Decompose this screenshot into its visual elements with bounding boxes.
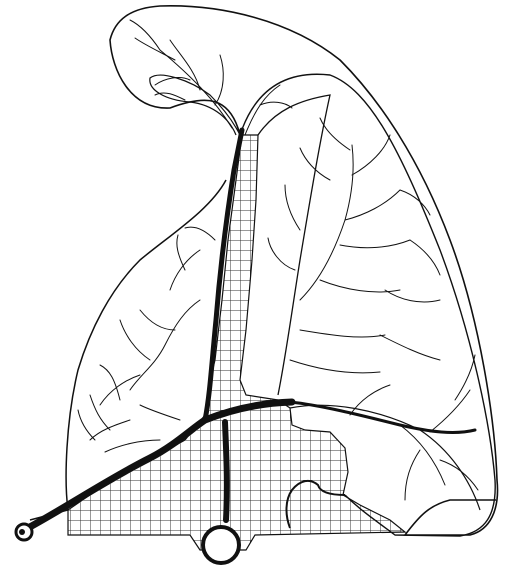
upper-lobe-inner [150, 75, 240, 135]
hatched-region [68, 135, 405, 550]
inner-septum [258, 95, 330, 395]
hilum-node [203, 527, 239, 563]
left-end-node-inner [19, 529, 25, 535]
